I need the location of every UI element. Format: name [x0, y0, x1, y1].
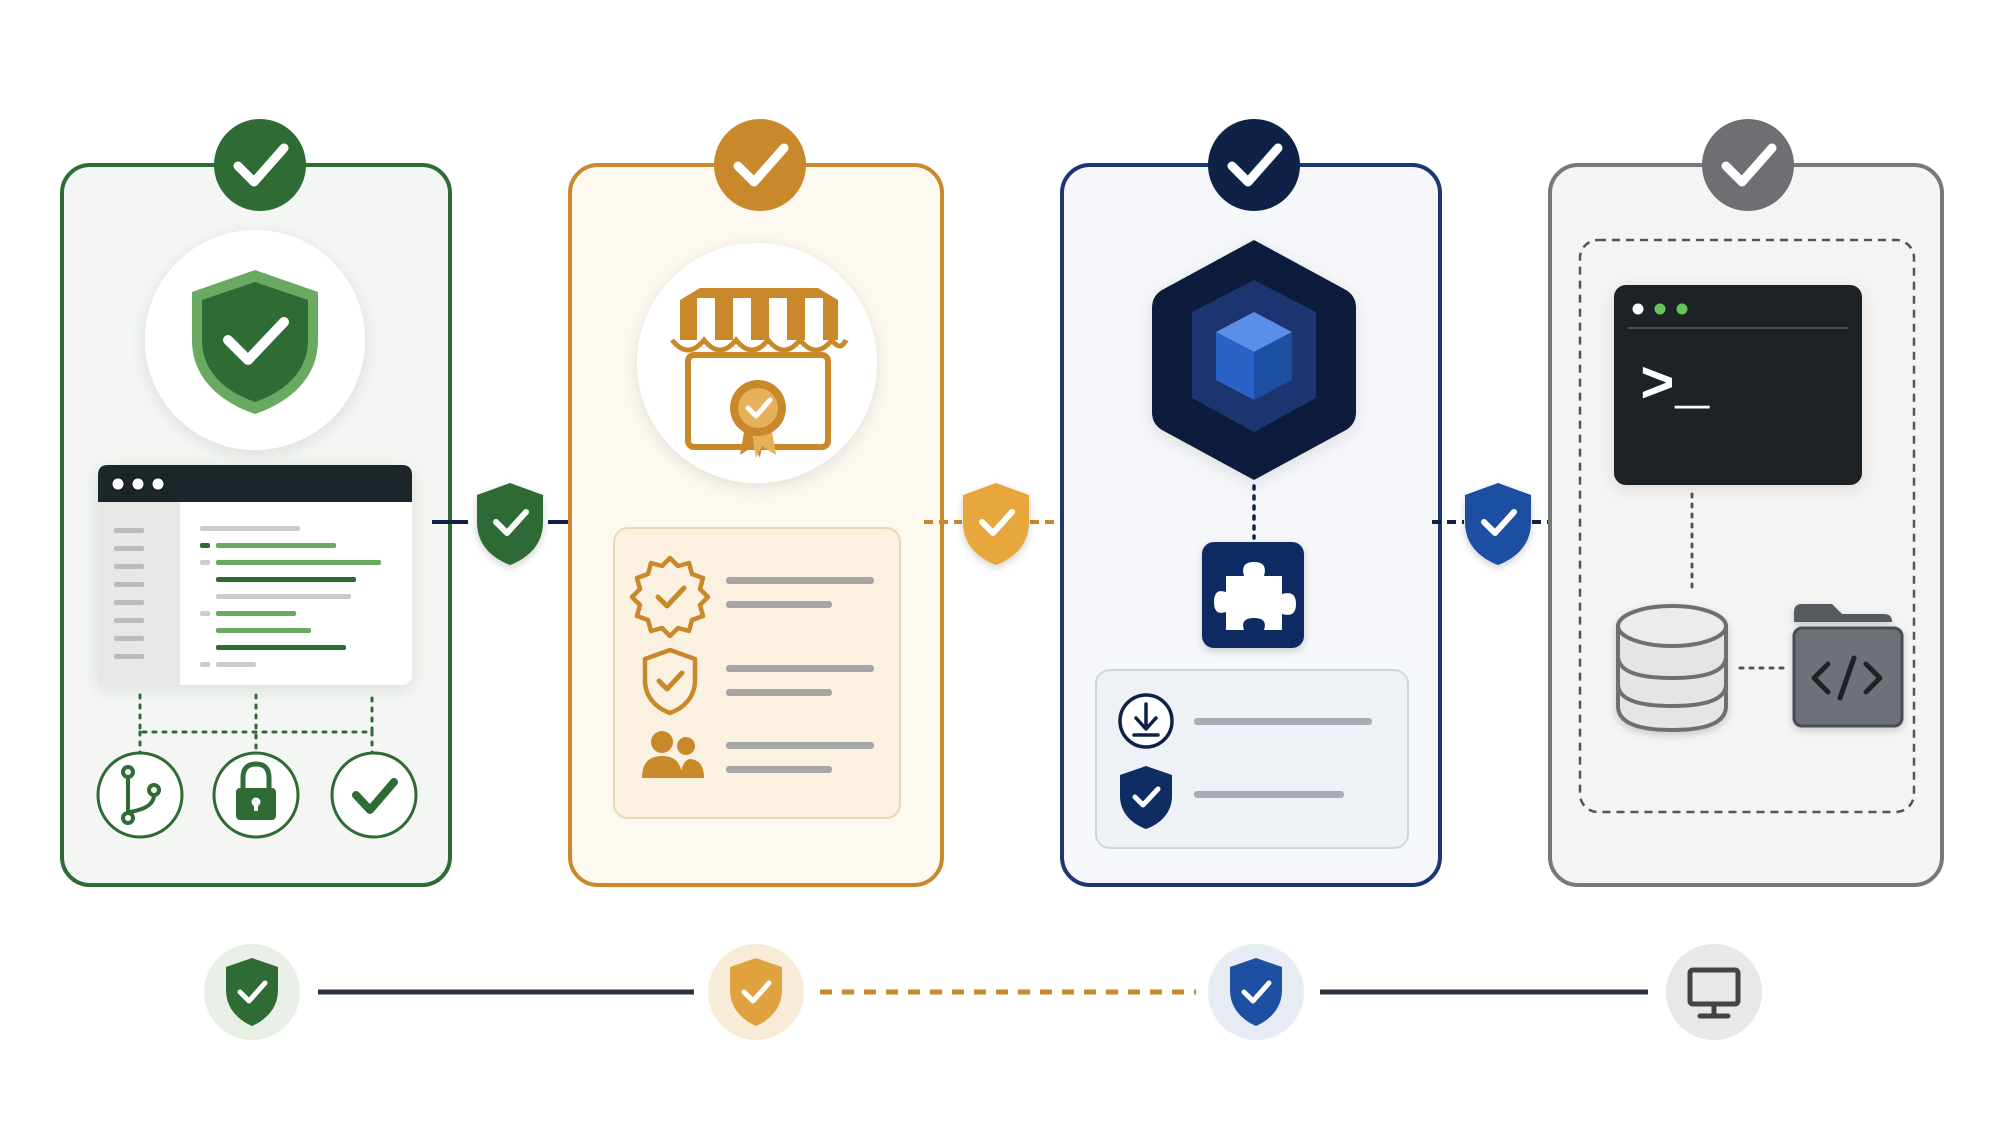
check-badge-icon — [1702, 119, 1794, 211]
verification-list-card — [613, 527, 901, 819]
check-badge-icon — [214, 119, 306, 211]
stage-panel-verified-marketplace — [568, 119, 944, 887]
shield-check-icon — [642, 647, 698, 716]
shield-check-icon — [963, 483, 1029, 565]
check-badge-icon — [714, 119, 806, 211]
git-branch-icon — [96, 751, 184, 839]
timeline-step-2 — [708, 944, 804, 1040]
stage-panel-secure-source — [60, 119, 452, 887]
code-editor-window-icon — [98, 465, 412, 685]
stage-timeline — [204, 944, 1762, 1040]
flow-arrow-1 — [432, 483, 590, 565]
timeline-step-1 — [204, 944, 300, 1040]
puzzle-piece-icon — [1202, 542, 1304, 648]
certified-seal-icon — [629, 555, 711, 639]
storefront-badge-icon — [637, 243, 877, 483]
shield-check-icon — [730, 958, 782, 1026]
install-details-card — [1095, 669, 1409, 849]
shield-check-icon — [1230, 958, 1282, 1026]
check-circle-icon — [330, 751, 418, 839]
shield-check-icon — [477, 483, 543, 565]
cube-hexagon-icon — [1152, 240, 1356, 480]
stage-panel-local-environment: >_ — [1548, 119, 1944, 887]
users-icon — [642, 731, 704, 778]
shield-check-icon — [1465, 483, 1531, 565]
shield-check-icon — [226, 958, 278, 1026]
download-icon — [1118, 693, 1174, 749]
database-icon — [1616, 604, 1728, 733]
check-badge-icon — [1208, 119, 1300, 211]
shield-check-icon — [1120, 766, 1172, 829]
terminal-icon: >_ — [1614, 285, 1862, 485]
timeline-step-3 — [1208, 944, 1304, 1040]
dotted-connector — [138, 693, 374, 757]
dashed-boundary — [1578, 238, 1916, 814]
code-folder-icon — [1792, 604, 1904, 728]
monitor-icon — [1687, 967, 1741, 1019]
timeline-step-4 — [1666, 944, 1762, 1040]
flow-arrow-2 — [924, 483, 1080, 565]
shield-check-icon — [145, 230, 365, 450]
terminal-prompt: >_ — [1640, 355, 1710, 420]
stage-panel-extension-package — [1060, 119, 1442, 887]
padlock-icon — [212, 751, 300, 839]
